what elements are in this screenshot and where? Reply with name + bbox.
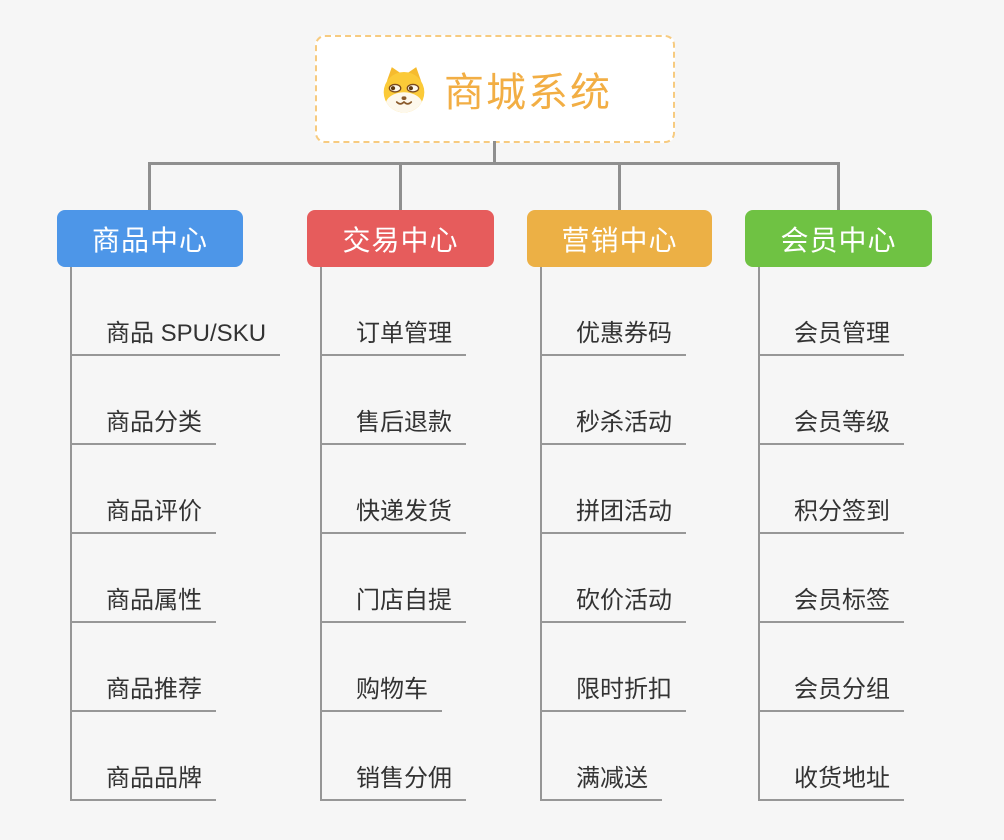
- child-node-label[interactable]: 售后退款: [320, 402, 466, 445]
- child-node: 销售分佣: [320, 712, 466, 801]
- child-node-label[interactable]: 商品推荐: [70, 669, 216, 712]
- child-node-label[interactable]: 限时折扣: [540, 669, 686, 712]
- child-node: 砍价活动: [540, 534, 686, 623]
- child-node-label[interactable]: 购物车: [320, 669, 442, 712]
- child-node: 限时折扣: [540, 623, 686, 712]
- child-node-label[interactable]: 商品评价: [70, 491, 216, 534]
- connector-bus: [148, 162, 840, 165]
- child-node: 积分签到: [758, 445, 904, 534]
- child-node: 商品分类: [70, 356, 280, 445]
- child-node-label[interactable]: 商品属性: [70, 580, 216, 623]
- child-node: 商品属性: [70, 534, 280, 623]
- child-node-label[interactable]: 商品分类: [70, 402, 216, 445]
- child-node-label[interactable]: 会员标签: [758, 580, 904, 623]
- branch-column-1: 商品中心 商品 SPU/SKU 商品分类商品评价商品属性商品推荐商品品牌: [57, 210, 281, 801]
- branch-column-4: 会员中心 会员管理会员等级积分签到会员标签会员分组收货地址: [745, 210, 932, 801]
- connector-root-stem: [493, 141, 496, 164]
- child-node-label[interactable]: 会员管理: [758, 313, 904, 356]
- root-title: 商城系统: [444, 71, 612, 115]
- branch-items: 订单管理售后退款快递发货门店自提购物车销售分佣: [320, 267, 466, 801]
- child-node-label[interactable]: 门店自提: [320, 580, 466, 623]
- child-node-label[interactable]: 积分签到: [758, 491, 904, 534]
- child-node-label[interactable]: 秒杀活动: [540, 402, 686, 445]
- connector-drop-2: [399, 162, 402, 210]
- child-node: 满减送: [540, 712, 686, 801]
- child-node: 会员等级: [758, 356, 904, 445]
- child-node: 商品推荐: [70, 623, 280, 712]
- child-node: 快递发货: [320, 445, 466, 534]
- child-node-label[interactable]: 订单管理: [320, 313, 466, 356]
- child-node-label[interactable]: 砍价活动: [540, 580, 686, 623]
- child-node-label[interactable]: 拼团活动: [540, 491, 686, 534]
- connector-drop-4: [837, 162, 840, 210]
- root-node-mall-system[interactable]: 商城系统: [315, 35, 675, 143]
- branch-column-3: 营销中心 优惠券码秒杀活动拼团活动砍价活动限时折扣满减送: [527, 210, 712, 801]
- child-node: 秒杀活动: [540, 356, 686, 445]
- connector-trunk: [320, 267, 322, 801]
- child-node: 门店自提: [320, 534, 466, 623]
- child-node: 售后退款: [320, 356, 466, 445]
- connector-trunk: [70, 267, 72, 801]
- child-node: 购物车: [320, 623, 466, 712]
- child-node-label[interactable]: 商品品牌: [70, 758, 216, 801]
- child-node: 会员管理: [758, 267, 904, 356]
- branch-items: 商品 SPU/SKU 商品分类商品评价商品属性商品推荐商品品牌: [70, 267, 281, 801]
- child-node: 优惠券码: [540, 267, 686, 356]
- child-node: 订单管理: [320, 267, 466, 356]
- child-node: 收货地址: [758, 712, 904, 801]
- connector-trunk: [758, 267, 760, 801]
- child-node: 商品品牌: [70, 712, 280, 801]
- branch-items: 会员管理会员等级积分签到会员标签会员分组收货地址: [758, 267, 904, 801]
- branch-column-2: 交易中心 订单管理售后退款快递发货门店自提购物车销售分佣: [307, 210, 494, 801]
- branch-items: 优惠券码秒杀活动拼团活动砍价活动限时折扣满减送: [540, 267, 686, 801]
- child-node-label[interactable]: 快递发货: [320, 491, 466, 534]
- branch-node-3[interactable]: 营销中心: [527, 210, 712, 267]
- child-node: 商品 SPU/SKU: [70, 267, 281, 356]
- dog-face-icon: [378, 63, 430, 115]
- child-node-label[interactable]: 满减送: [540, 758, 662, 801]
- child-node-label[interactable]: 销售分佣: [320, 758, 466, 801]
- child-node-label[interactable]: 会员等级: [758, 402, 904, 445]
- branch-node-4[interactable]: 会员中心: [745, 210, 932, 267]
- child-node: 商品评价: [70, 445, 280, 534]
- child-node-label[interactable]: 优惠券码: [540, 313, 686, 356]
- child-node: 会员标签: [758, 534, 904, 623]
- branch-node-2[interactable]: 交易中心: [307, 210, 494, 267]
- branch-node-1[interactable]: 商品中心: [57, 210, 243, 267]
- child-node-label[interactable]: 会员分组: [758, 669, 904, 712]
- connector-drop-3: [618, 162, 621, 210]
- connector-trunk: [540, 267, 542, 801]
- connector-drop-1: [148, 162, 151, 210]
- child-node: 会员分组: [758, 623, 904, 712]
- child-node-label[interactable]: 商品 SPU/SKU: [70, 313, 281, 356]
- child-node: 拼团活动: [540, 445, 686, 534]
- child-node-label[interactable]: 收货地址: [758, 758, 904, 801]
